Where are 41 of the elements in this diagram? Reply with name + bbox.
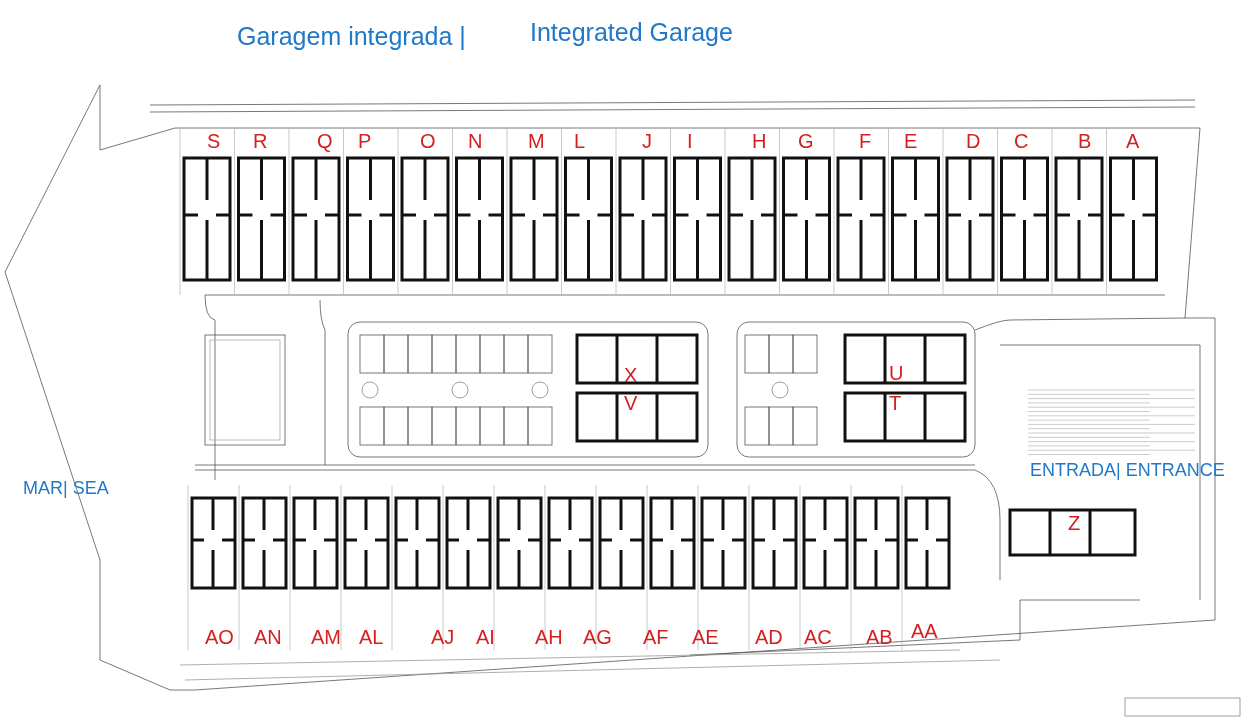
unit-label: C [1014,131,1029,151]
unit-label: AL [359,627,384,647]
area-label: MAR| SEA [23,479,109,497]
unit-label: V [624,393,638,413]
unit-label: AM [311,627,341,647]
unit-label: O [420,131,436,151]
title: Garagem integrada | [237,24,466,49]
unit-label: AD [755,627,783,647]
unit-label: AJ [431,627,455,647]
unit-label: T [889,393,902,413]
unit-label: AN [254,627,282,647]
unit-label: J [642,131,652,151]
unit-label: A [1126,131,1140,151]
unit-label: P [358,131,372,151]
unit-label: L [574,131,586,151]
unit-label: R [253,131,268,151]
unit-label: U [889,363,904,383]
unit-label: AI [476,627,495,647]
unit-label: D [966,131,981,151]
unit-label: AA [911,621,938,641]
unit-label: H [752,131,767,151]
unit-label: X [624,365,638,385]
unit-label: M [528,131,545,151]
unit-label: F [859,131,872,151]
area-label: ENTRADA| ENTRANCE [1030,461,1225,479]
unit-label: AC [804,627,832,647]
unit-label: E [904,131,918,151]
unit-label: AH [535,627,563,647]
unit-label: AE [692,627,719,647]
unit-label: I [687,131,693,151]
unit-label: S [207,131,221,151]
unit-label: B [1078,131,1092,151]
unit-label: Q [317,131,333,151]
title: Integrated Garage [530,20,733,45]
unit-label: AO [205,627,234,647]
unit-label: AB [866,627,893,647]
unit-label: N [468,131,483,151]
unit-label: G [798,131,814,151]
unit-label: AF [643,627,669,647]
unit-label: AG [583,627,612,647]
unit-label: Z [1068,513,1081,533]
